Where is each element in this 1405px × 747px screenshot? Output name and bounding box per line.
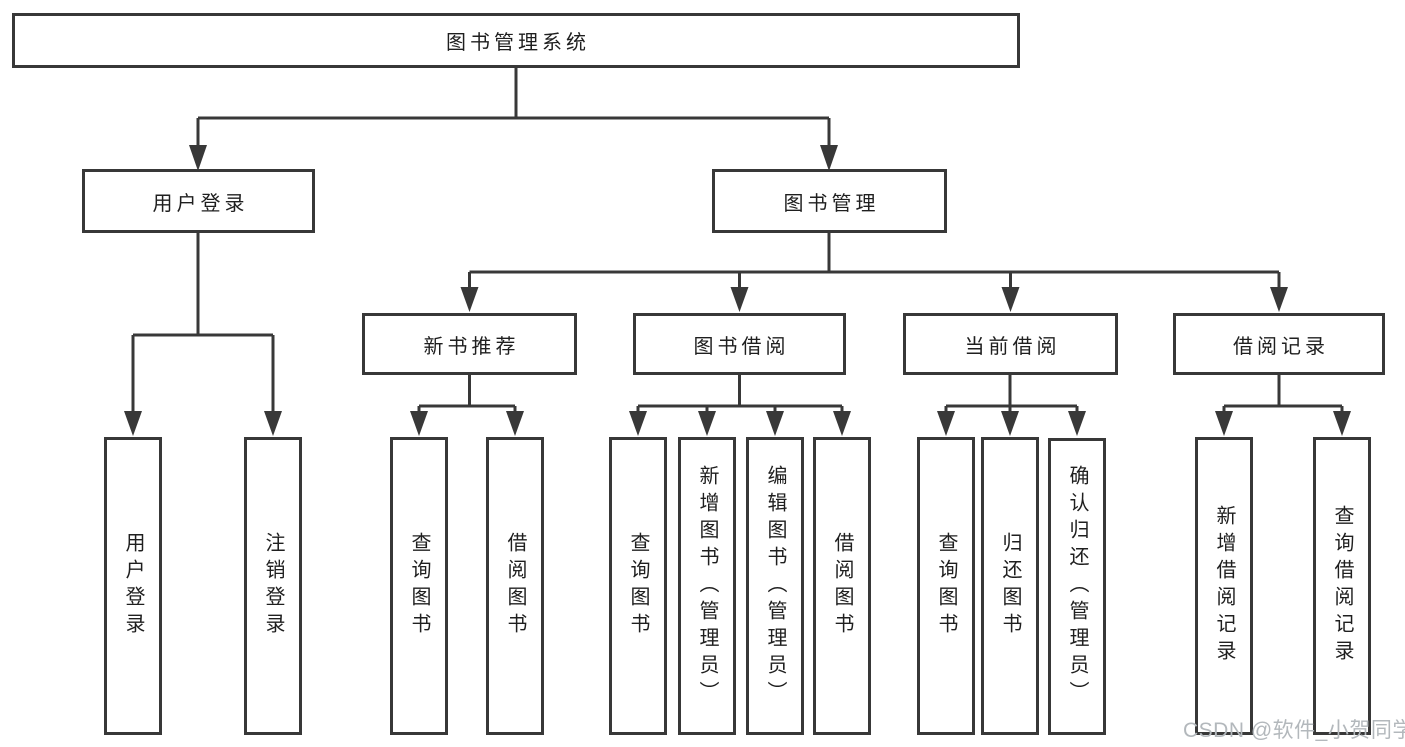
node-label: 归还图书: [999, 532, 1021, 640]
node-book-management: 图书管理: [712, 169, 947, 233]
leaf-return-books: 归还图书: [981, 437, 1039, 735]
node-label: 图书管理: [783, 192, 880, 215]
node-label: 新书推荐: [423, 335, 520, 358]
node-label: 图书借阅: [693, 335, 790, 358]
node-label: 新增借阅记录: [1213, 505, 1235, 667]
leaf-add-borrow-record: 新增借阅记录: [1195, 437, 1253, 735]
node-label: 当前借阅: [964, 335, 1061, 358]
node-library-system: 图书管理系统: [12, 13, 1020, 68]
leaf-query-books-3: 查询图书: [917, 437, 975, 735]
leaf-query-books-2: 查询图书: [609, 437, 667, 735]
node-label: 查询图书: [408, 532, 430, 640]
node-label: 用户登录: [152, 192, 249, 215]
watermark: CSDN @软件_小贺同学: [1183, 719, 1405, 742]
node-label: 用户登录: [122, 532, 144, 640]
leaf-add-book-admin: 新增图书（管理员）: [678, 437, 736, 735]
node-current-borrowing: 当前借阅: [903, 313, 1118, 375]
node-new-book-recommendation: 新书推荐: [362, 313, 577, 375]
leaf-logout-login: 注销登录: [244, 437, 302, 735]
leaf-borrow-books-1: 借阅图书: [486, 437, 544, 735]
node-label: 查询借阅记录: [1331, 505, 1353, 667]
node-user-login: 用户登录: [82, 169, 315, 233]
node-label: 图书管理系统: [446, 32, 590, 54]
node-label: 查询图书: [627, 532, 649, 640]
leaf-borrow-books-2: 借阅图书: [813, 437, 871, 735]
leaf-user-login: 用户登录: [104, 437, 162, 735]
node-borrowing-records: 借阅记录: [1173, 313, 1385, 375]
leaf-query-books-1: 查询图书: [390, 437, 448, 735]
leaf-query-borrow-record: 查询借阅记录: [1313, 437, 1371, 735]
node-label: 注销登录: [262, 532, 284, 640]
leaf-confirm-return-admin: 确认归还（管理员）: [1048, 438, 1106, 735]
node-label: 确认归还（管理员）: [1066, 465, 1088, 708]
node-label: 借阅图书: [831, 532, 853, 640]
node-label: 新增图书（管理员）: [696, 464, 718, 708]
node-label: 编辑图书（管理员）: [764, 464, 786, 708]
node-label: 借阅记录: [1233, 335, 1329, 358]
node-label: 借阅图书: [504, 532, 526, 640]
node-book-borrowing: 图书借阅: [633, 313, 846, 375]
leaf-edit-book-admin: 编辑图书（管理员）: [746, 437, 804, 735]
node-label: 查询图书: [935, 532, 957, 640]
